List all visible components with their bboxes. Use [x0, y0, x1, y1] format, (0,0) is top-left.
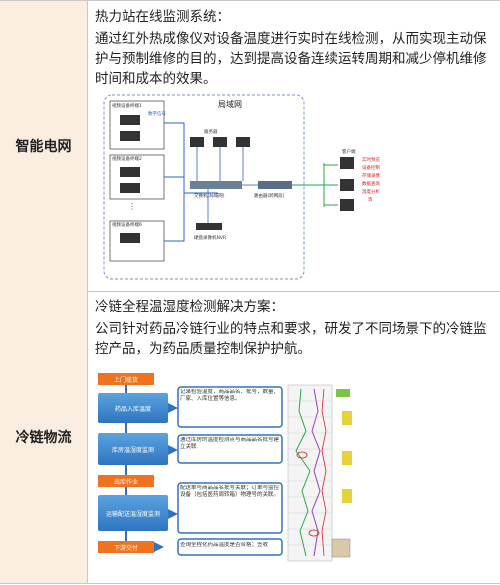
- svg-text:存储录像: 存储录像: [362, 172, 380, 179]
- svg-text:数据查询: 数据查询: [362, 180, 380, 187]
- camera-icon: [120, 131, 140, 141]
- nvr-label: 硬盘录像机NVR: [194, 234, 226, 241]
- terminal-1: 视频设备终端1: [109, 100, 165, 150]
- flow-step-1: [98, 393, 168, 423]
- category-label: 智能电网: [15, 139, 72, 155]
- lan-label: 局域网: [218, 99, 242, 109]
- router-label: 路由器(跨网段): [254, 192, 285, 199]
- svg-text:设备控制: 设备控制: [362, 164, 380, 171]
- flow-detail-4: [177, 538, 283, 556]
- table-row: 智能电网 热力站在线监测系统： 通过红外热成像仪对设备温度进行实时在线检测，从而…: [0, 0, 500, 292]
- flow-step-4: [98, 495, 168, 531]
- server-icon: [213, 137, 227, 147]
- nvr-icon: [196, 223, 222, 230]
- monitor-icon: [340, 199, 354, 211]
- category-cell: 智能电网: [0, 1, 88, 291]
- camera-icon: [120, 167, 140, 177]
- camera-icon: [120, 233, 140, 243]
- camera-icon: [120, 183, 140, 193]
- camera-icon: [120, 115, 140, 125]
- svg-text:运输配送温湿度监测: 运输配送温湿度监测: [106, 510, 160, 518]
- flow-detail-3: [177, 482, 283, 534]
- svg-text:库房温湿度监测: 库房温湿度监测: [112, 446, 154, 454]
- flow-start: [98, 373, 154, 385]
- switch-label: 交换机(局域网): [194, 192, 225, 199]
- server-label: 服务器: [204, 128, 218, 135]
- section-paragraph: 通过红外热成像仪对设备温度进行实时在线检测，从而实现主动保护与预制维修的目的，达…: [95, 31, 487, 87]
- terminal-label: 视频设备终端6: [112, 221, 142, 228]
- section-heading: 冷链全程温湿度检测解决方案：: [95, 299, 284, 315]
- table-row: 冷链物流 冷链全程温湿度检测解决方案： 公司针对药品冷链行业的特点和要求，研发了…: [0, 291, 500, 584]
- svg-text:出库作业: 出库作业: [114, 478, 138, 486]
- monitor-icon: [340, 157, 354, 169]
- cold-chain-flow-diagram: 上门揽货 药品入库温度 记录检验温度，商品品名、批号，数量、厂家、入库位置等信息…: [98, 373, 352, 562]
- terminal-2: 视频设备终端2: [109, 154, 165, 200]
- section-heading: 热力站在线监测系统：: [95, 9, 230, 25]
- flow-step-2: [98, 433, 168, 465]
- terminal-label: 视频设备终端1: [112, 102, 142, 109]
- router-icon: [258, 181, 292, 189]
- svg-text:药品入库温度: 药品入库温度: [115, 405, 151, 413]
- terminal-6: 视频设备终端6: [109, 220, 165, 262]
- category-label: 冷链物流: [15, 430, 72, 446]
- network-diagram: 局域网 视频设备终端1 视频设备终端2 视频设备终端6: [103, 94, 380, 280]
- monitor-icon: [340, 179, 354, 191]
- flow-detail-1: [177, 386, 283, 428]
- flow-step-5: [98, 541, 154, 553]
- content-cell: 冷链全程温湿度检测解决方案： 公司针对药品冷链行业的特点和要求，研发了不同场景下…: [88, 291, 500, 583]
- svg-text:⋮: ⋮: [128, 202, 136, 211]
- svg-text:下游交付: 下游交付: [114, 544, 138, 552]
- server-icon: [236, 137, 250, 147]
- svg-text:等: 等: [368, 196, 373, 203]
- client-label: 客户端: [342, 148, 356, 155]
- temperature-chart-illustration: [287, 384, 352, 562]
- svg-text:实时预览: 实时预览: [362, 156, 380, 163]
- server-icon: [190, 137, 204, 147]
- category-cell: 冷链物流: [0, 291, 88, 583]
- flow-detail-2: [177, 434, 283, 464]
- switch-icon: [190, 181, 242, 189]
- section-paragraph: 公司针对药品冷链行业的特点和要求，研发了不同场景下的冷链监控产品，为药品质量控制…: [95, 321, 487, 357]
- flow-step-3: [98, 475, 154, 487]
- digital-signal-label: 数字信号: [148, 110, 166, 117]
- content-cell: 热力站在线监测系统： 通过红外热成像仪对设备温度进行实时在线检测，从而实现主动保…: [88, 1, 500, 291]
- svg-text:温度分析: 温度分析: [362, 188, 380, 195]
- client-functions: 实时预览 设备控制 存储录像 数据查询 温度分析 等: [362, 156, 380, 203]
- svg-text:上门揽货: 上门揽货: [114, 376, 138, 384]
- terminal-label: 视频设备终端2: [112, 155, 142, 162]
